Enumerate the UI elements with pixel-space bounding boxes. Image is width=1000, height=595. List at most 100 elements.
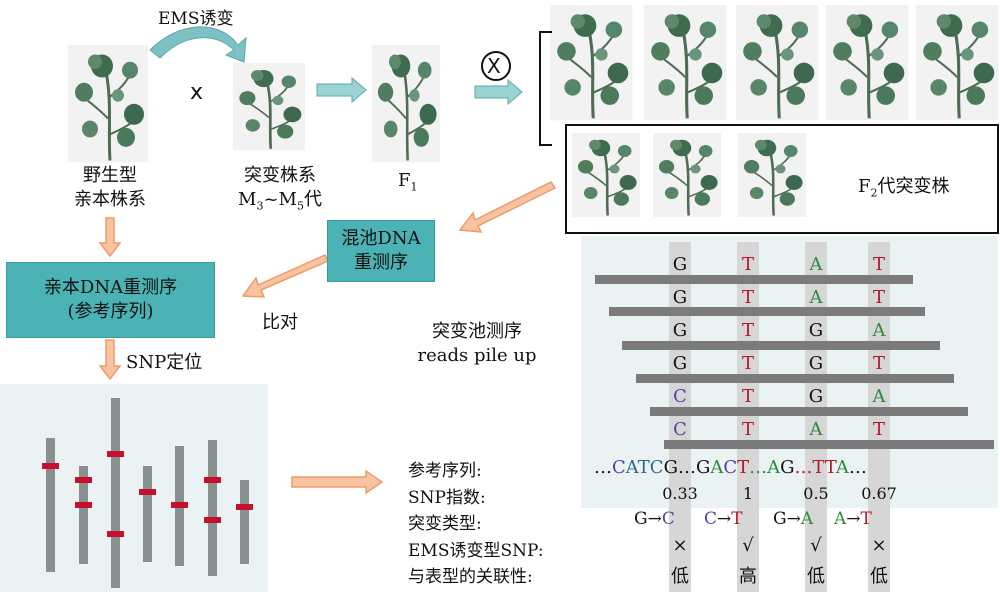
align-label: 比对 [262,312,298,333]
f2-mutant-plant [736,131,808,219]
snp-marker [75,502,92,508]
chromosome [143,466,152,562]
reference-sequence: …CATCG…GACT…AG…TTA… [594,457,867,478]
snp-index-value: 0.5 [803,484,829,503]
ems-type-mark: × [871,535,887,556]
f2-brace [539,31,552,146]
snp-column-shade [805,242,827,592]
chromosome [46,438,55,572]
snp-index-value: 1 [742,484,754,503]
snp-column-shade [737,242,759,592]
pileup-base: T [872,287,885,308]
orange-arrow [98,181,557,495]
pileup-base: T [872,353,885,374]
pileup-base: T [741,254,754,275]
cross-circle [481,51,511,81]
sequencing-read [609,307,925,316]
cross-symbol: X [487,54,501,78]
wild-type-label: 野生型 亲本株系 [74,165,146,210]
snp-index-value: 0.67 [861,484,897,503]
pileup-base: T [741,287,754,308]
f2-plant [914,3,1000,122]
association-value: 低 [671,566,689,587]
f2-plant [548,3,634,122]
pileup-base: T [741,320,754,341]
association-value: 高 [739,566,757,587]
ems-type-mark: × [672,535,688,556]
snp-index-value: 0.33 [662,484,698,503]
pileup-base: C [673,419,687,440]
mutation-type: G→A [773,509,814,529]
snp-location-label: SNP定位 [126,352,203,373]
pileup-base: T [741,353,754,374]
pileup-base: C [673,386,687,407]
pileup-base: T [872,254,885,275]
pileup-base: A [809,419,823,440]
cross-x-label: x [190,80,204,105]
snp-column-shade [868,242,890,592]
pileup-base: G [672,353,688,374]
sequencing-read [622,341,940,350]
row-label: EMS诱变型SNP: [408,540,544,561]
f2-plant [642,3,728,122]
snp-marker [139,489,156,495]
pileup-base: T [741,386,754,407]
pileup-label: 突变池测序 reads pile up [417,321,537,366]
teal-arrow [316,76,523,106]
pileup-base: G [672,254,688,275]
ems-label: EMS诱变 [158,9,234,29]
chromosome [208,440,217,576]
f1-label: F1 [398,170,418,194]
row-label: 突变类型: [408,514,482,534]
sequencing-read [636,374,954,383]
snp-marker [204,517,221,523]
f2-mutant-plant [570,131,642,219]
pileup-base: T [741,419,754,440]
mutation-type: C→T [704,509,743,529]
pileup-base: T [872,419,885,440]
snp-marker [204,477,221,483]
row-label: 与表型的关联性: [408,567,533,587]
chromosome [111,398,120,588]
pool-dna-box: 混池DNA 重测序 [327,220,435,282]
pileup-base: G [808,320,824,341]
row-label: 参考序列: [408,461,482,481]
f2-mutant-plant [651,131,723,219]
sequencing-read [650,407,968,416]
f2-plant [734,3,820,122]
ems-type-mark: √ [742,535,754,556]
mutation-type: A→T [834,509,872,529]
pileup-base: A [809,287,823,308]
mutation-type: G→C [634,509,675,529]
association-value: 低 [870,566,888,587]
snp-marker [171,502,188,508]
snp-marker [107,531,124,537]
wild-type-plant [66,43,150,165]
snp-marker [75,477,92,483]
pileup-base: G [808,386,824,407]
f1-plant [370,43,442,165]
sequencing-read [595,275,913,284]
snp-marker [236,504,253,510]
snp-marker [107,451,124,457]
chromosome-panel [0,384,268,592]
f2-mutant-box [565,124,999,234]
mutant-line-label: 突变株系 M3~M5代 [238,165,322,213]
f2-plant [824,3,910,122]
ems-curved-arrow [149,26,247,63]
pileup-base: A [872,320,886,341]
mutant-plant [231,61,307,152]
pileup-base: G [672,320,688,341]
chromosome [79,466,88,564]
snp-column-shade [669,242,691,592]
parent-dna-box: 亲本DNA重测序 (参考序列) [6,262,215,338]
chromosome [240,480,249,564]
row-labels: 参考序列: SNP指数: 突变类型: EMS诱变型SNP: 与表型的关联性: [408,458,544,591]
sequencing-read [664,440,994,449]
snp-marker [42,463,59,469]
association-value: 低 [807,566,825,587]
pileup-base: G [672,287,688,308]
f2-label: F2代突变株 [858,176,950,200]
pileup-base: G [808,353,824,374]
